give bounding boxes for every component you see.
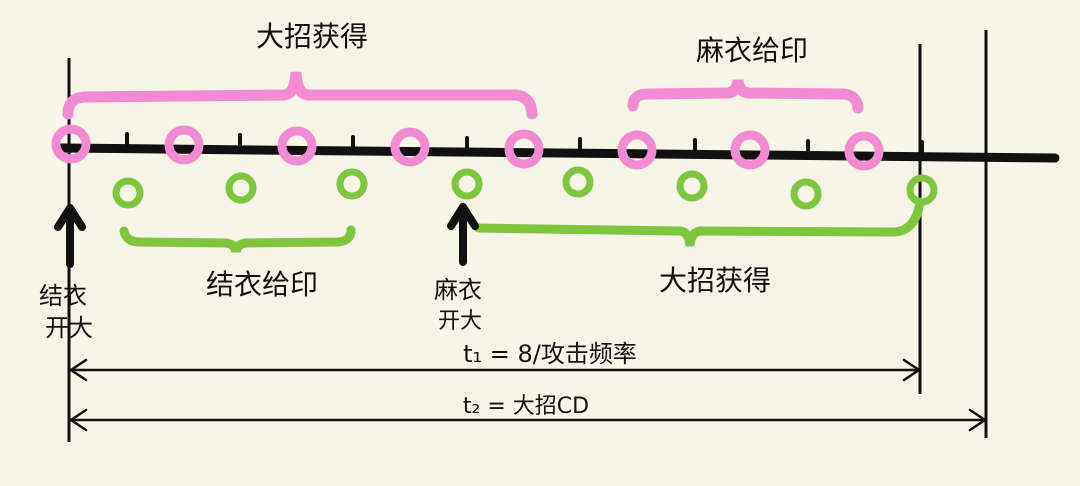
label-mayi-line1: 麻衣: [434, 276, 482, 304]
label-ult-gained-top: 大招获得: [256, 20, 368, 53]
pink-bracket-top-right: [627, 79, 864, 114]
label-mayi-line2: 开大: [438, 309, 482, 334]
green-circle: [562, 166, 594, 198]
pink-circle: [277, 126, 317, 166]
pink-markers: [51, 124, 884, 171]
t2-dimension-arrow: [68, 408, 988, 432]
label-jieyi-mark-bottom: 结衣给印: [206, 268, 318, 301]
pink-circle: [51, 124, 91, 164]
green-markers: [112, 166, 938, 210]
pink-circle: [504, 129, 544, 169]
pink-circle: [730, 130, 770, 170]
up-arrow-icon: [54, 204, 86, 268]
green-circle: [676, 170, 708, 202]
label-ult-gained-bottom: 大招获得: [659, 264, 771, 297]
label-t1-formula: t₁ = 8/攻击频率: [463, 340, 637, 368]
pink-circle: [844, 131, 884, 171]
label-jieyi-line1: 结衣: [39, 282, 87, 310]
green-circle: [225, 172, 257, 204]
green-bracket-bottom-left: [119, 225, 356, 253]
label-jieyi-line2: 开大: [45, 314, 93, 342]
label-t2-formula: t₂ = 大招CD: [463, 394, 589, 419]
green-circle: [790, 178, 822, 210]
pink-circle: [390, 127, 430, 167]
timeline-ticks: [125, 132, 924, 154]
green-circle: [112, 177, 144, 209]
up-arrow-icon: [447, 203, 479, 266]
green-circle: [336, 168, 368, 200]
green-circle: [451, 168, 483, 200]
label-mayi-mark-top: 麻衣给印: [696, 34, 808, 67]
t1-dimension-arrow: [68, 358, 922, 382]
main-timeline: [55, 143, 1060, 163]
pink-circle: [164, 125, 204, 165]
pink-bracket-top-left: [62, 71, 538, 120]
green-bracket-bottom-right: [473, 197, 925, 247]
pink-circle: [617, 130, 657, 170]
